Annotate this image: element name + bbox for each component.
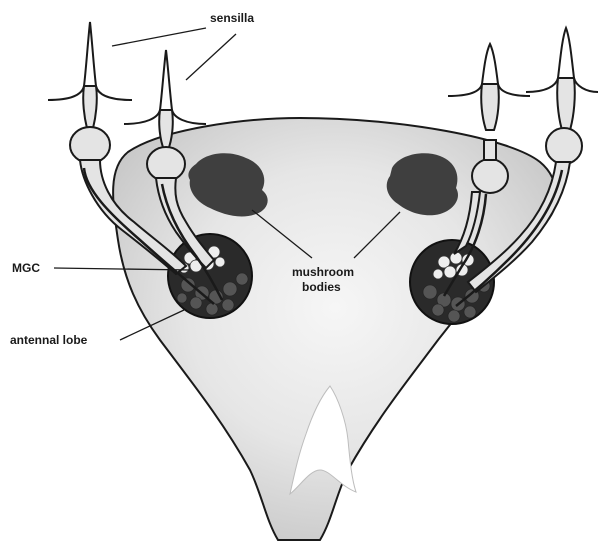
mushroom-bodies-label-line2: bodies xyxy=(302,280,341,294)
sensilla-leader-1 xyxy=(112,28,206,46)
antennal-lobe-label: antennal lobe xyxy=(10,333,88,347)
mgc-label: MGC xyxy=(12,261,40,275)
mushroom-bodies-label-line1: mushroom xyxy=(292,265,354,279)
sensilla-leader-2 xyxy=(186,34,236,80)
sensilla-label: sensilla xyxy=(210,11,254,25)
